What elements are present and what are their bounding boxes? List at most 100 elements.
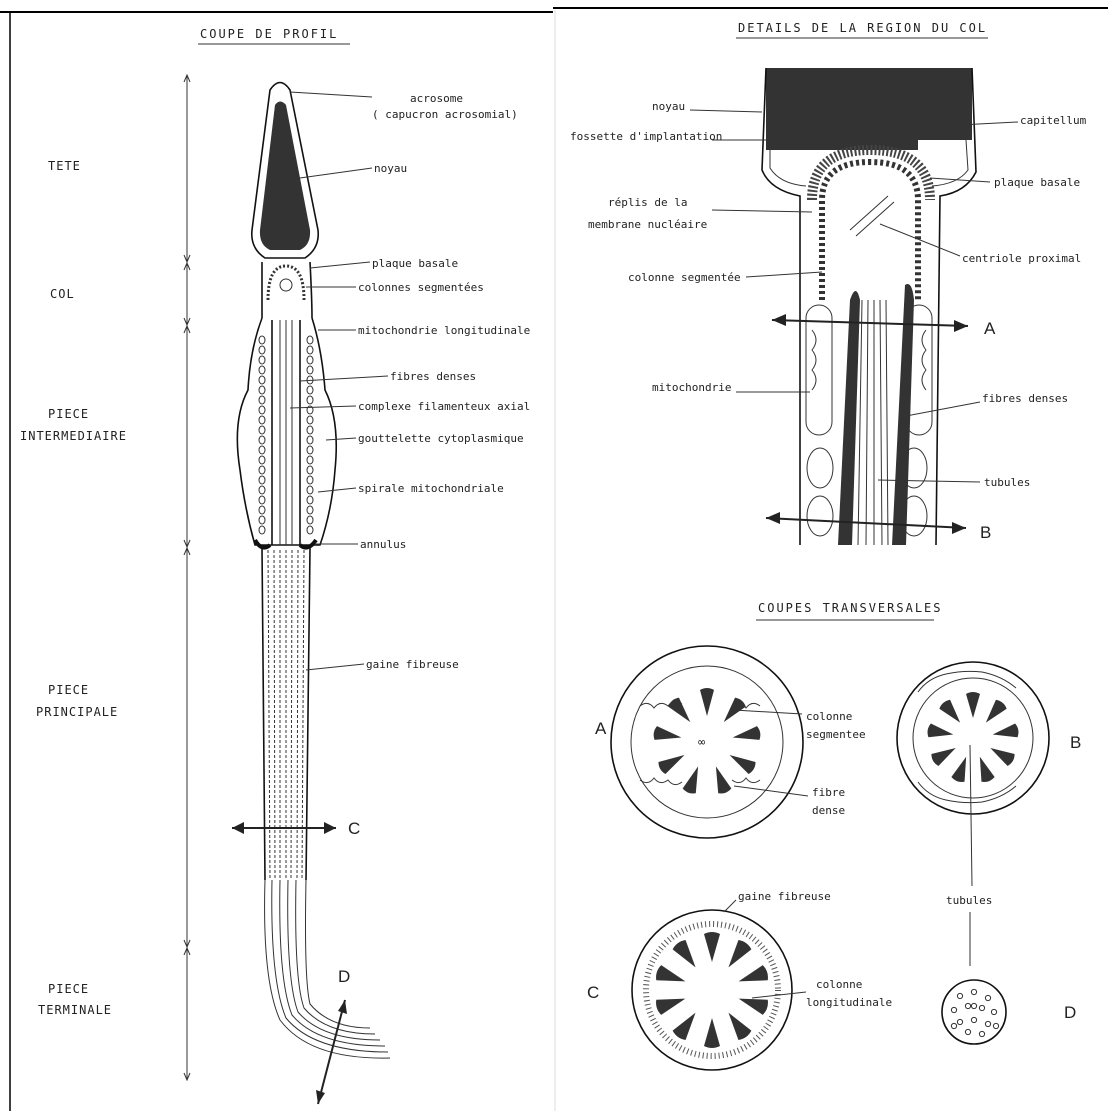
mito-spiral-segment	[307, 436, 313, 444]
mito-spiral-segment	[307, 466, 313, 474]
sperm-principal-piece	[262, 548, 310, 880]
cross-section-c	[632, 910, 792, 1070]
label-gaine-fibreuse-left: gaine fibreuse	[366, 658, 459, 671]
label-centriole: centriole proximal	[962, 252, 1081, 265]
mito-spiral-segment	[307, 456, 313, 464]
mito-spiral-segment	[259, 456, 265, 464]
section-a-dense-fiber	[683, 766, 698, 793]
section-c-dense-fiber	[656, 965, 685, 981]
mito-spiral-segment	[259, 506, 265, 514]
mito-spiral-segment	[259, 366, 265, 374]
section-a-dense-fiber	[716, 766, 731, 793]
label-gouttelette: gouttelette cytoplasmique	[358, 432, 524, 445]
arrow-a-label: A	[984, 319, 996, 338]
section-d-tubule	[957, 1019, 962, 1024]
section-b-dense-fiber	[951, 757, 966, 782]
left-leader-lines	[290, 92, 388, 670]
mito-spiral-segment	[259, 406, 265, 414]
mito-spiral-segment	[307, 336, 313, 344]
section-c-dense-fiber	[673, 940, 696, 967]
section-b-dense-fiber	[939, 700, 960, 723]
cross-section-d	[942, 980, 1006, 1044]
right-panel-title: DETAILS DE LA REGION DU COL	[738, 21, 987, 35]
section-d-tubule	[965, 1003, 970, 1008]
sperm-midpiece	[237, 318, 336, 548]
label-colonne-longitudinale-2: longitudinale	[806, 996, 892, 1009]
label-fibre-dense-2: dense	[812, 804, 845, 817]
label-fibres-denses-left: fibres denses	[390, 370, 476, 383]
mitochondrial-spiral-right	[307, 336, 313, 534]
mito-spiral-segment	[259, 376, 265, 384]
mito-spiral-segment	[307, 366, 313, 374]
detail-mito-left-3	[807, 496, 833, 536]
leader-tubules-b	[970, 745, 972, 886]
sperm-neck	[262, 262, 312, 318]
cross-section-a: ∞	[611, 646, 803, 838]
mito-spiral-segment	[259, 416, 265, 424]
sperm-head	[252, 83, 318, 259]
mito-spiral-segment	[259, 446, 265, 454]
mito-spiral-segment	[259, 436, 265, 444]
label-colonne-segmentee-1: colonne	[806, 710, 852, 723]
section-d-tubule	[971, 989, 976, 994]
label-capuchon: ( capucron acrosomial)	[372, 108, 518, 121]
mito-spiral-segment	[259, 396, 265, 404]
mito-spiral-segment	[259, 496, 265, 504]
mito-spiral-segment	[307, 526, 313, 534]
mito-spiral-segment	[307, 426, 313, 434]
section-b-dense-fiber	[993, 723, 1019, 737]
mito-spiral-segment	[259, 476, 265, 484]
section-d-tubule	[971, 1017, 976, 1022]
section-terminale-1: PIECE	[48, 982, 89, 996]
mito-spiral-segment	[307, 476, 313, 484]
section-c-dense-fiber	[673, 1013, 696, 1040]
detail-tubules	[858, 300, 888, 545]
section-b-outer	[897, 662, 1049, 814]
arrow-c	[232, 822, 336, 834]
section-c-dense-fiber	[728, 940, 751, 967]
leader-gaine-fibreuse	[724, 900, 736, 912]
mito-spiral-segment	[259, 486, 265, 494]
label-colonnes-segmentees: colonnes segmentées	[358, 281, 484, 294]
label-spirale: spirale mitochondriale	[358, 482, 504, 495]
mito-spiral-segment	[259, 356, 265, 364]
tail-line-6	[306, 880, 371, 1028]
section-c-dense-fiber	[739, 999, 768, 1015]
section-terminale-2: TERMINALE	[38, 1003, 112, 1017]
section-b-fibers	[928, 692, 1019, 782]
section-a-label: A	[595, 719, 607, 738]
tail-line-4	[288, 880, 380, 1040]
mito-spiral-segment	[307, 386, 313, 394]
detail-centriole	[850, 196, 894, 236]
label-annulus: annulus	[360, 538, 406, 551]
section-a-fibers	[654, 688, 761, 794]
section-c-dense-fiber	[728, 1013, 751, 1040]
mito-spiral-segment	[307, 356, 313, 364]
fibrous-sheath-lines	[268, 550, 304, 880]
label-plaque-basale-right: plaque basale	[994, 176, 1080, 189]
section-d-tubule	[951, 1007, 956, 1012]
section-tete: TETE	[48, 159, 81, 173]
section-d-label: D	[1064, 1003, 1076, 1022]
nucleus-fill	[260, 102, 310, 251]
section-d-tubule	[991, 1009, 996, 1014]
cross-sections-title: COUPES TRANSVERSALES	[758, 601, 943, 615]
mito-spiral-segment	[259, 346, 265, 354]
section-b-dense-fiber	[986, 700, 1007, 723]
leader-fibre-dense	[734, 786, 808, 796]
label-tubules-right: tubules	[984, 476, 1030, 489]
section-d-tubule	[951, 1023, 956, 1028]
detail-segmented-column	[822, 162, 918, 300]
label-capitellum: capitellum	[1020, 114, 1087, 127]
label-colonne-longitudinale-1: colonne	[816, 978, 862, 991]
section-d-tubule	[957, 993, 962, 998]
section-c-dense-fiber	[739, 965, 768, 981]
arrow-d	[316, 1000, 347, 1104]
label-replis-2: membrane nucléaire	[588, 218, 707, 231]
sperm-end-piece	[265, 880, 390, 1058]
section-a-center: ∞	[698, 735, 705, 749]
section-principale-1: PIECE	[48, 683, 89, 697]
section-intermediaire-2: INTERMEDIAIRE	[20, 429, 127, 443]
